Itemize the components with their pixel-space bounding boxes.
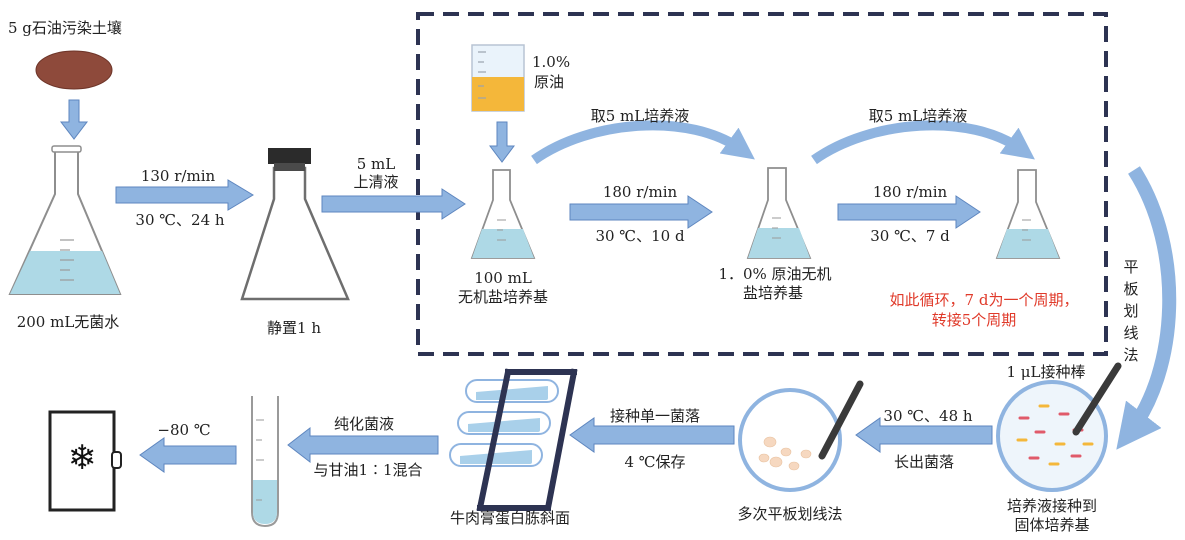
arrow-supernatant [321, 188, 466, 220]
freezer [48, 410, 122, 512]
flask-cycle-end [995, 169, 1061, 259]
shake-speed-label: 130 r/min [140, 167, 216, 185]
plate-label-line1: 培养液接种到 [1006, 497, 1098, 515]
settle-label: 静置1 h [267, 319, 321, 337]
cycle-note-line2: 转接5个周期 [931, 311, 1017, 329]
oil-medium-label-line2: 盐培养基 [742, 284, 804, 302]
arrow-incubate-1 [569, 195, 713, 229]
colony-growth-label: 长出菌落 [893, 453, 955, 471]
flask-settle [240, 148, 350, 301]
streak-method-label: 平板划线法 [1123, 258, 1139, 364]
flask-sterile-water [8, 145, 122, 295]
storage-4c-label: 4 ℃保存 [624, 453, 686, 471]
supernatant-label: 上清液 [353, 173, 399, 191]
petri-dish-inoculated [996, 362, 1122, 492]
arrow-freeze [139, 437, 237, 473]
arrow-colony-growth [855, 417, 993, 453]
mineral-medium-volume-label: 100 mL [474, 269, 532, 287]
cycle-speed-label-2: 180 r/min [872, 183, 948, 201]
shake-condition-label: 30 ℃、24 h [135, 211, 225, 229]
cycle-note-line1: 如此循环，7 d为一个周期， [889, 291, 1079, 309]
purified-label: 纯化菌液 [333, 415, 395, 433]
cycle-speed-label-1: 180 r/min [602, 183, 678, 201]
arrow-single-colony [569, 417, 735, 453]
curved-arrow-transfer-1 [531, 120, 755, 165]
arrow-incubate-2 [837, 195, 981, 229]
plate-label-line2: 固体培养基 [1014, 516, 1090, 534]
down-arrow-soil [59, 99, 89, 140]
transfer-label-2: 取5 mL培养液 [868, 107, 968, 125]
single-colony-label: 接种单一菌落 [609, 407, 701, 425]
crude-oil-beaker [471, 44, 525, 112]
streak-plate-label: 多次平板划线法 [737, 505, 843, 523]
incubation-label: 30 ℃、48 h [883, 407, 973, 425]
curved-arrow-transfer-2 [811, 120, 1035, 165]
cycle-dashed-box [416, 12, 1108, 356]
transfer-label-1: 取5 mL培养液 [590, 107, 690, 125]
supernatant-volume-label: 5 mL [356, 155, 396, 173]
cycle-condition-label-1: 30 ℃、10 d [595, 227, 685, 245]
soil-sample [35, 50, 113, 90]
oil-percent-label: 1.0% [532, 53, 571, 71]
freeze-temp-label: −80 ℃ [157, 421, 211, 439]
slant-tubes [449, 368, 578, 512]
sterile-water-label: 200 mL无菌水 [16, 313, 120, 331]
flask-mineral-medium [470, 169, 536, 259]
cycle-condition-label-2: 30 ℃、7 d [870, 227, 950, 245]
curved-arrow-streak [1116, 166, 1177, 450]
arrow-shake [115, 179, 254, 211]
oil-label: 原油 [534, 73, 565, 91]
soil-label: 5 g石油污染土壤 [8, 19, 122, 37]
flask-oil-medium [746, 167, 812, 259]
oil-medium-label-line1: 1．0% 原油无机 [718, 265, 832, 283]
snowflake-icon: ❄ [67, 438, 97, 478]
streak-plate [738, 380, 864, 492]
arrow-purified [287, 426, 439, 464]
inoculation-loop-label: 1 μL接种棒 [1006, 363, 1086, 381]
test-tube [251, 396, 279, 528]
slant-label: 牛肉膏蛋白胨斜面 [449, 509, 571, 527]
mineral-medium-label: 无机盐培养基 [457, 288, 549, 306]
down-arrow-oil [489, 121, 515, 163]
glycerol-label: 与甘油1∶1混合 [313, 461, 423, 479]
